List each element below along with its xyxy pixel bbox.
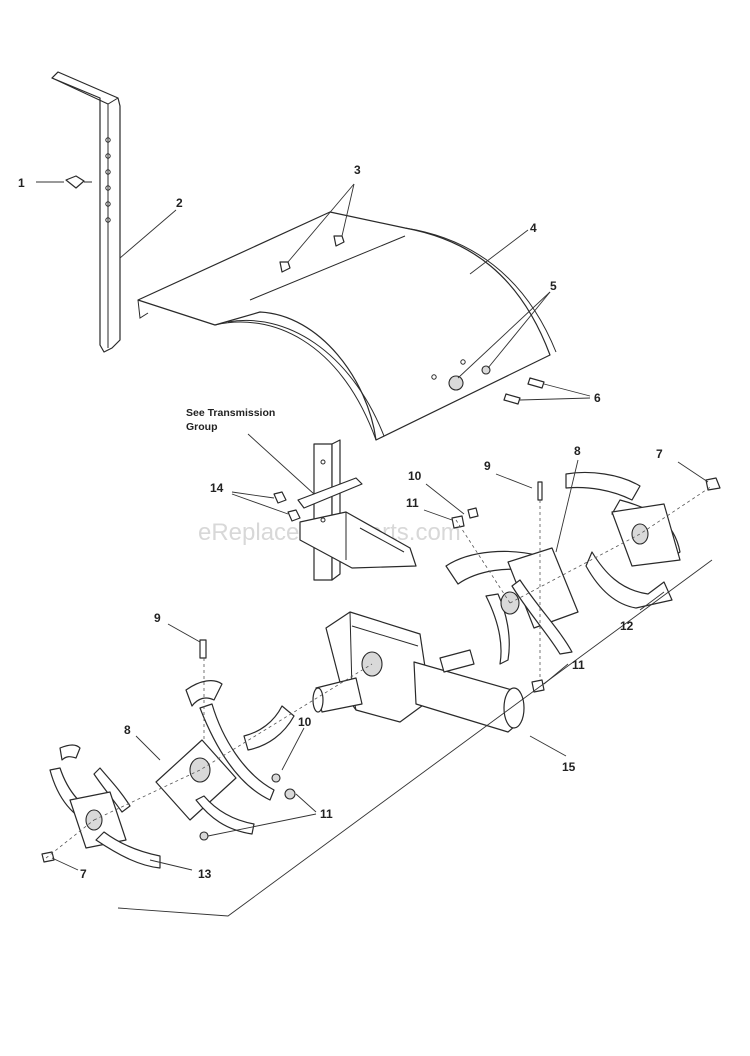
- callout-11-upper: 11: [406, 496, 419, 510]
- callout-12: 12: [620, 619, 634, 633]
- shield-screws-part: [279, 235, 345, 273]
- callout-3: 3: [354, 163, 361, 177]
- transmission-note-line1: See Transmission: [186, 407, 275, 419]
- transmission-bracket-part: [297, 439, 417, 581]
- callout-6: 6: [594, 391, 601, 405]
- leader-lines: [36, 181, 709, 871]
- callout-8-right: 8: [574, 444, 581, 458]
- callout-4: 4: [530, 221, 537, 235]
- callout-13: 13: [198, 867, 212, 881]
- transmission-shaft-part: [312, 611, 525, 733]
- callout-10-right: 10: [408, 469, 422, 483]
- callout-9-right: 9: [484, 459, 491, 473]
- callout-15: 15: [562, 760, 576, 774]
- callout-14: 14: [210, 481, 224, 495]
- assembly-15-bracket: [117, 559, 713, 917]
- callout-5: 5: [550, 279, 557, 293]
- left-tine-assembly-part: [41, 639, 296, 869]
- depth-bar-part: [51, 71, 121, 353]
- wing-bolt-part: [65, 175, 92, 189]
- tine-shield-part: [137, 211, 557, 441]
- assembly-axis-lines: [45, 485, 713, 859]
- shield-bolts-part: [503, 377, 545, 405]
- callout-11-left: 11: [320, 807, 333, 821]
- transmission-note-line2: Group: [186, 421, 218, 433]
- callout-10-left: 10: [298, 715, 312, 729]
- callout-8-left: 8: [124, 723, 131, 737]
- bracket-bolts-part: [273, 491, 301, 522]
- callout-1: 1: [18, 176, 25, 190]
- callout-9-left: 9: [154, 611, 161, 625]
- callout-7-left: 7: [80, 867, 87, 881]
- right-tine-assembly-part: [445, 471, 721, 693]
- callout-7-right: 7: [656, 447, 663, 461]
- callout-11-right: 11: [572, 658, 585, 672]
- callout-2: 2: [176, 196, 183, 210]
